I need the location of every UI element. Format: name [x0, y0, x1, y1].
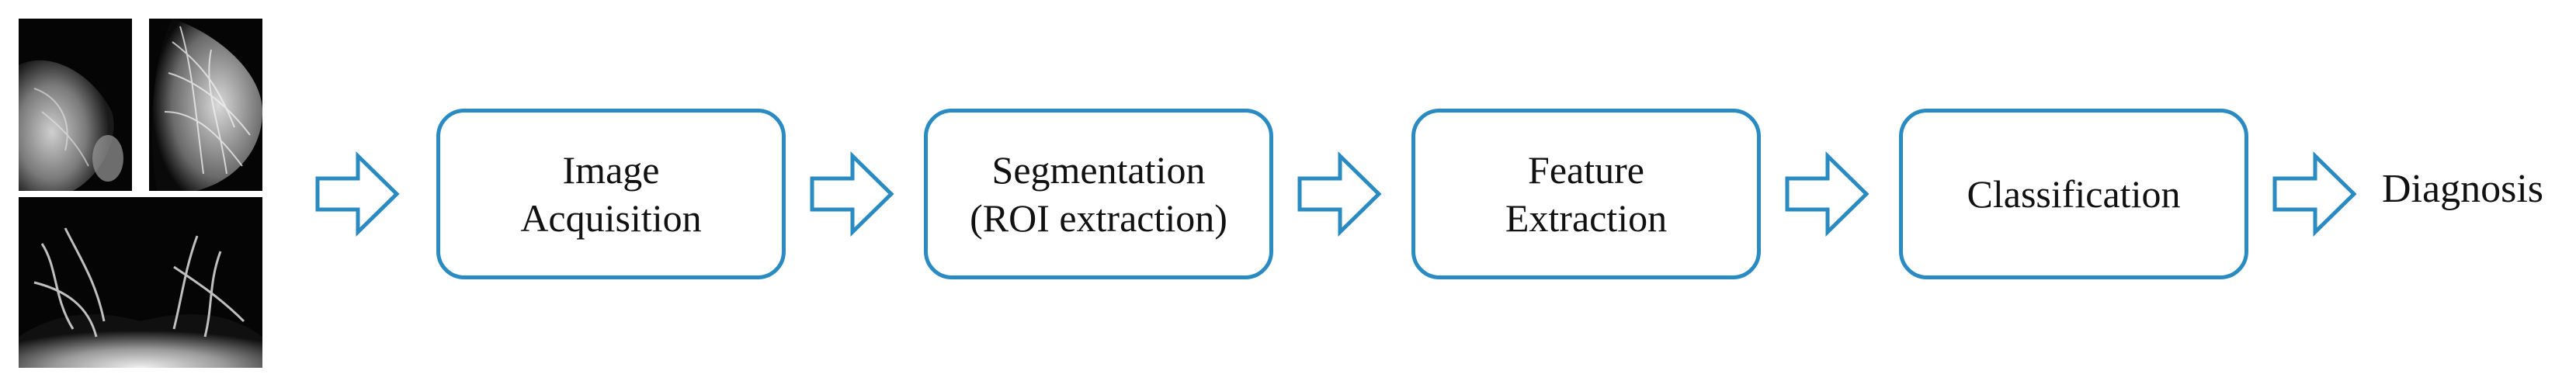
- hollow-right-arrow-icon: [314, 151, 401, 237]
- step-label-line: Segmentation: [991, 148, 1206, 192]
- hollow-right-arrow-icon: [809, 151, 896, 237]
- step-label-line: Extraction: [1505, 196, 1668, 240]
- step-label-line: (ROI extraction): [970, 196, 1227, 240]
- breast-mri-thumbnail: [19, 197, 262, 368]
- hollow-right-arrow-icon: [1784, 151, 1871, 237]
- step-classification: Classification: [1899, 109, 2248, 279]
- step-label-line: Acquisition: [520, 196, 702, 240]
- output-diagnosis-label: Diagnosis: [2382, 167, 2543, 211]
- step-feature-extraction: Feature Extraction: [1411, 109, 1761, 279]
- step-label-line: Image: [562, 148, 660, 192]
- step-label-line: Classification: [1967, 172, 2181, 216]
- mammogram-left-thumbnail: [19, 19, 132, 191]
- step-image-acquisition: Image Acquisition: [436, 109, 786, 279]
- step-label-line: Feature: [1528, 148, 1644, 192]
- hollow-right-arrow-icon: [1297, 151, 1383, 237]
- hollow-right-arrow-icon: [2272, 151, 2359, 237]
- step-segmentation: Segmentation (ROI extraction): [924, 109, 1273, 279]
- mammogram-right-thumbnail: [149, 19, 262, 191]
